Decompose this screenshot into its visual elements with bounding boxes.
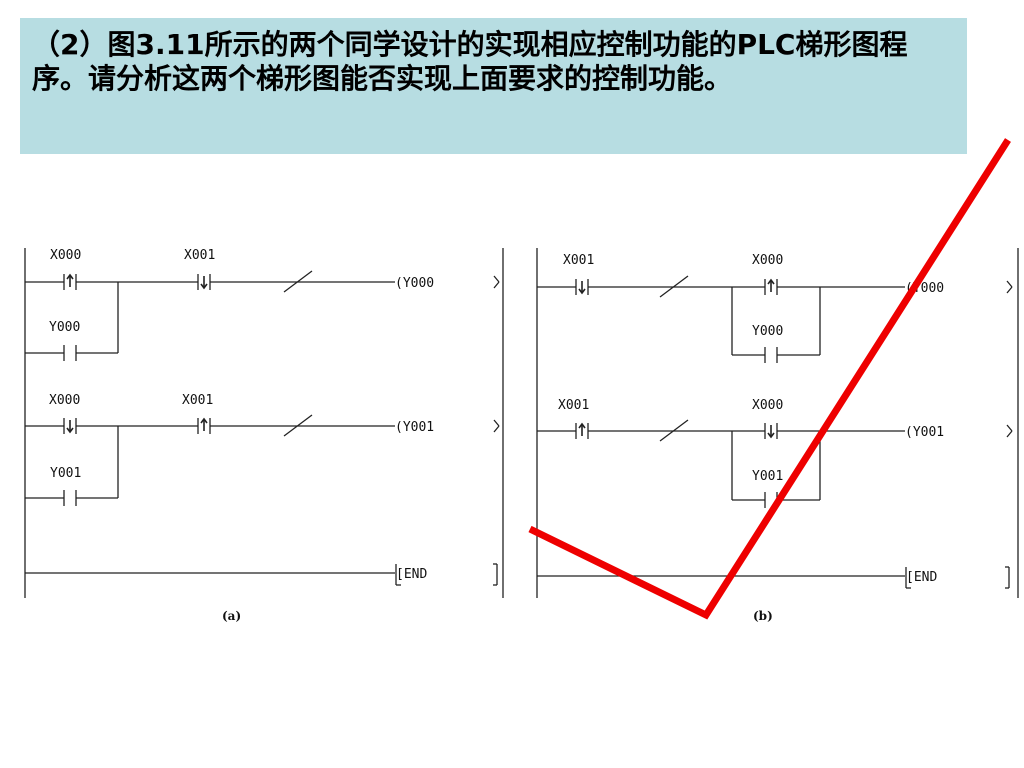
a-rung1-coil-label: (Y000 <box>395 276 434 291</box>
a-rung2-second-contact-label: X001 <box>182 393 213 408</box>
a-rung2-coil-label: (Y001 <box>395 420 434 435</box>
ladder-diagram-a <box>24 248 504 598</box>
a-caption: (a) <box>222 609 241 623</box>
question-box: （2）图3.11所示的两个同学设计的实现相应控制功能的PLC梯形图程序。请分析这… <box>20 18 967 154</box>
a-rung1-contact-label: X000 <box>50 248 81 263</box>
rung-2-a <box>25 414 500 506</box>
a-end-label: [END <box>396 567 427 582</box>
a-rung1-branch-label: Y000 <box>49 320 80 335</box>
question-text: （2）图3.11所示的两个同学设计的实现相应控制功能的PLC梯形图程序。请分析这… <box>32 28 908 95</box>
rung-2-b <box>537 419 1013 508</box>
end-rung-a <box>25 563 498 586</box>
a-rung1-second-contact-label: X001 <box>184 248 215 263</box>
b-rung1-contact-label: X000 <box>752 253 783 268</box>
ladder-diagram-b <box>536 248 1019 598</box>
a-rung2-branch-label: Y001 <box>50 466 81 481</box>
rung-1-a <box>25 270 500 361</box>
b-end-label: [END <box>906 570 937 585</box>
b-rung1-first-contact-label: X001 <box>563 253 594 268</box>
b-rung1-branch-label: Y000 <box>752 324 783 339</box>
b-rung2-contact-label: X000 <box>752 398 783 413</box>
b-rung2-coil-label: (Y001 <box>905 425 944 440</box>
b-rung2-first-contact-label: X001 <box>558 398 589 413</box>
b-caption: (b) <box>753 609 773 623</box>
b-rung2-branch-label: Y001 <box>752 469 783 484</box>
a-rung2-contact-label: X000 <box>49 393 80 408</box>
end-rung-b <box>537 566 1010 589</box>
check-mark-icon <box>528 138 1011 620</box>
rung-1-b <box>537 275 1013 363</box>
